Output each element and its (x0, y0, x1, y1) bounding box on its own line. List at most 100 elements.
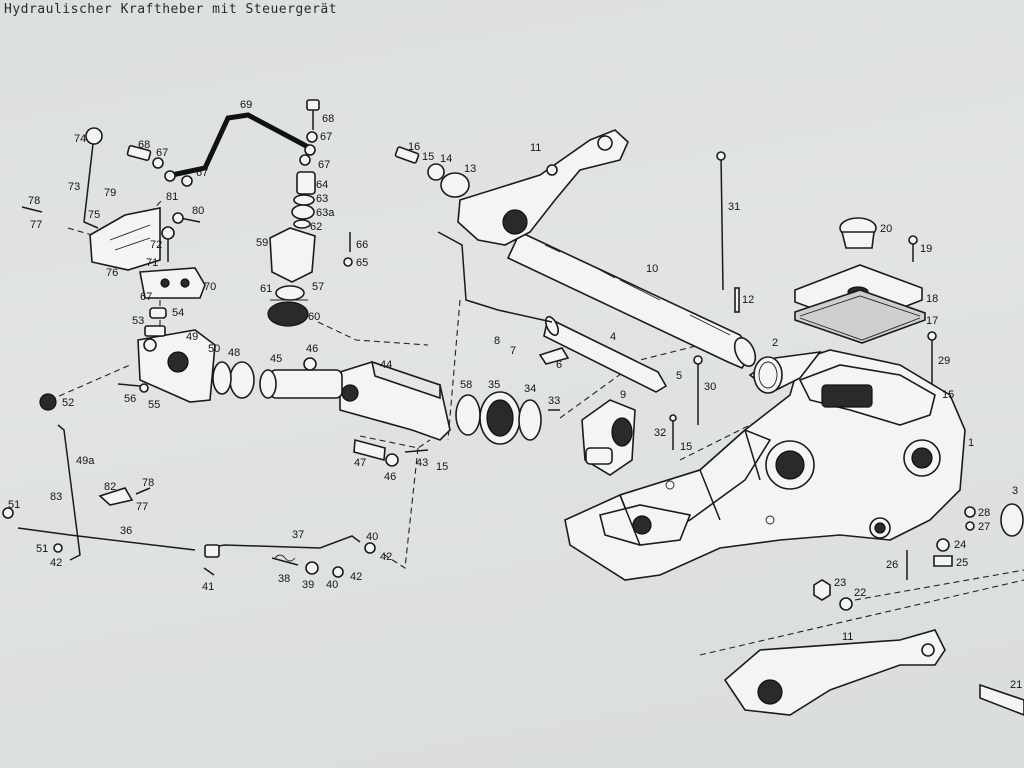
part-label: 40 (366, 531, 378, 543)
part-label: 63a (316, 207, 335, 219)
control-valve-block (212, 357, 560, 467)
bracket-plate (89, 207, 206, 299)
rock-shaft (506, 230, 757, 370)
part-label: 52 (62, 397, 74, 409)
part-label: 25 (956, 557, 968, 569)
part-label: 34 (524, 383, 536, 395)
part-label: 53 (132, 315, 144, 327)
part-label: 13 (464, 163, 476, 175)
part-label: 8 (494, 335, 500, 347)
part-number-labels: 1 2 3 4 5 6 7 8 9 10 11 11 12 13 14 15 1… (8, 99, 1022, 691)
part-label: 62 (310, 221, 322, 233)
part-label: 83 (50, 491, 62, 503)
part-label: 11 (842, 631, 853, 643)
part-label: 58 (460, 379, 472, 391)
part-label: 16 (408, 141, 420, 153)
part-label: 54 (172, 307, 184, 319)
part-label: 33 (548, 395, 560, 407)
part-label: 50 (208, 343, 220, 355)
part-label: 14 (440, 153, 452, 165)
part-label: 48 (228, 347, 240, 359)
diagram-title: Hydraulischer Kraftheber mit Steuergerät (4, 2, 338, 17)
part-label: 10 (646, 263, 658, 275)
hydraulic-hose (126, 112, 316, 187)
part-label: 43 (416, 457, 428, 469)
part-label: 72 (150, 239, 162, 251)
part-label: 40 (326, 579, 338, 591)
part-label: 61 (260, 283, 272, 295)
part-label: 36 (120, 525, 132, 537)
part-label: 70 (204, 281, 216, 293)
control-lever-upper (21, 127, 103, 229)
cover-plate (794, 217, 926, 344)
part-label: 67 (140, 291, 152, 303)
part-label: 5 (676, 370, 682, 382)
part-label: 80 (192, 205, 204, 217)
part-label: 12 (742, 294, 754, 306)
part-label: 59 (256, 237, 268, 249)
part-label: 73 (68, 181, 80, 193)
lift-arm-lower (723, 629, 1024, 716)
part-label: 9 (620, 389, 626, 401)
part-label: 2 (772, 337, 778, 349)
part-label: 21 (1010, 679, 1022, 691)
part-label: 76 (106, 267, 118, 279)
part-label: 42 (350, 571, 362, 583)
part-label: 4 (610, 331, 616, 343)
part-label: 45 (270, 353, 282, 365)
part-label: 68 (138, 139, 150, 151)
lift-arm-upper (394, 129, 629, 246)
part-label: 35 (488, 379, 500, 391)
part-label: 51 (36, 543, 48, 555)
part-label: 47 (354, 457, 366, 469)
part-label: 60 (308, 311, 320, 323)
part-label: 42 (50, 557, 62, 569)
part-label: 30 (704, 381, 716, 393)
valve-stack (267, 99, 353, 327)
part-label: 78 (28, 195, 40, 207)
bolts-right (669, 151, 937, 580)
part-label: 74 (74, 133, 86, 145)
part-label: 24 (954, 539, 966, 551)
part-label: 81 (166, 191, 178, 203)
part-label: 17 (926, 315, 938, 327)
part-label: 67 (320, 131, 332, 143)
part-label: 6 (556, 359, 562, 371)
part-label: 82 (104, 481, 116, 493)
seal-rings (753, 356, 1024, 611)
part-label: 7 (510, 345, 516, 357)
part-label: 77 (30, 219, 42, 231)
part-label: 15 (422, 151, 434, 163)
part-label: 19 (920, 243, 932, 255)
part-label: 41 (202, 581, 214, 593)
part-label: 65 (356, 257, 368, 269)
part-label: 38 (278, 573, 290, 585)
lift-housing (564, 349, 966, 581)
part-label: 75 (88, 209, 100, 221)
part-label: 18 (926, 293, 938, 305)
part-label: 49a (76, 455, 95, 467)
part-label: 49 (186, 331, 198, 343)
lower-linkage (2, 393, 376, 578)
part-label: 22 (854, 587, 866, 599)
part-label: 57 (312, 281, 324, 293)
part-label: 69 (240, 99, 252, 111)
part-label: 15 (680, 441, 692, 453)
part-label: 37 (292, 529, 304, 541)
part-label: 26 (886, 559, 898, 571)
part-label: 11 (530, 142, 541, 154)
assembly-dash-lines (49, 199, 1024, 656)
part-label: 55 (148, 399, 160, 411)
piston-rod (437, 231, 668, 393)
part-label: 29 (938, 355, 950, 367)
part-label: 23 (834, 577, 846, 589)
part-label: 39 (302, 579, 314, 591)
part-label: 32 (654, 427, 666, 439)
part-label: 15 (436, 461, 448, 473)
part-label: 44 (380, 359, 392, 371)
part-label: 20 (880, 223, 892, 235)
part-label: 46 (306, 343, 318, 355)
part-label: 1 (968, 437, 974, 449)
